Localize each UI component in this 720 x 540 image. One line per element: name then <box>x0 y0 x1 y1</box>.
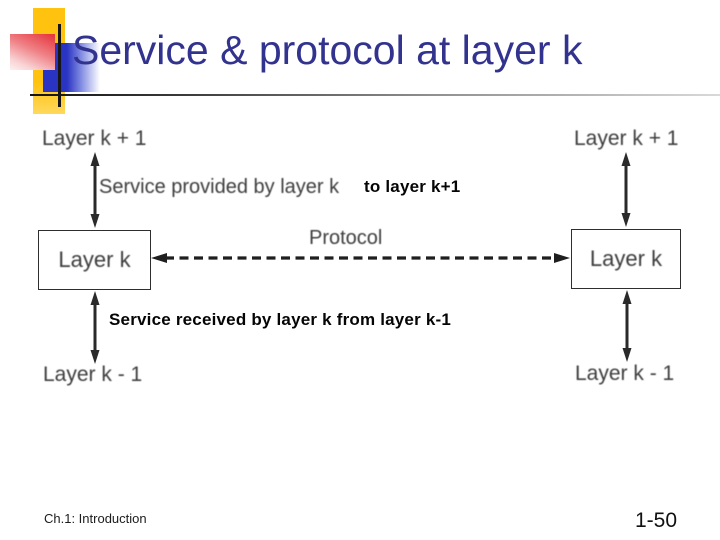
caption-to-layer-k-plus-1: to layer k+1 <box>364 177 461 196</box>
arrow-bottom-right <box>622 290 632 362</box>
layer-k-box-right: Layer k <box>571 229 681 289</box>
caption-protocol: Protocol <box>309 227 383 249</box>
label-layer-k-plus-1-left: Layer k + 1 <box>42 127 147 150</box>
label-layer-k-minus-1-right: Layer k - 1 <box>575 362 675 385</box>
arrow-top-right <box>621 152 631 227</box>
slide-title: Service & protocol at layer k <box>72 27 583 73</box>
footer-page-number: 1-50 <box>634 509 677 532</box>
arrow-protocol-dashed <box>151 253 570 263</box>
label-layer-k-plus-1-right: Layer k + 1 <box>574 127 679 150</box>
footer-chapter-label: Ch.1: Introduction <box>44 511 147 526</box>
label-layer-k-minus-1-left: Layer k - 1 <box>43 363 143 386</box>
caption-service-received: Service received by layer k from layer k… <box>109 310 451 329</box>
layer-k-box-right-label: Layer k <box>589 246 663 271</box>
logo-red-square <box>10 34 55 70</box>
arrow-bottom-left <box>90 291 100 364</box>
logo-vertical-line <box>58 24 61 107</box>
title-divider-line <box>30 94 720 96</box>
layer-k-box-left-label: Layer k <box>58 247 131 272</box>
caption-service-provided: Service provided by layer k <box>99 176 340 198</box>
layer-k-box-left: Layer k <box>38 230 151 290</box>
